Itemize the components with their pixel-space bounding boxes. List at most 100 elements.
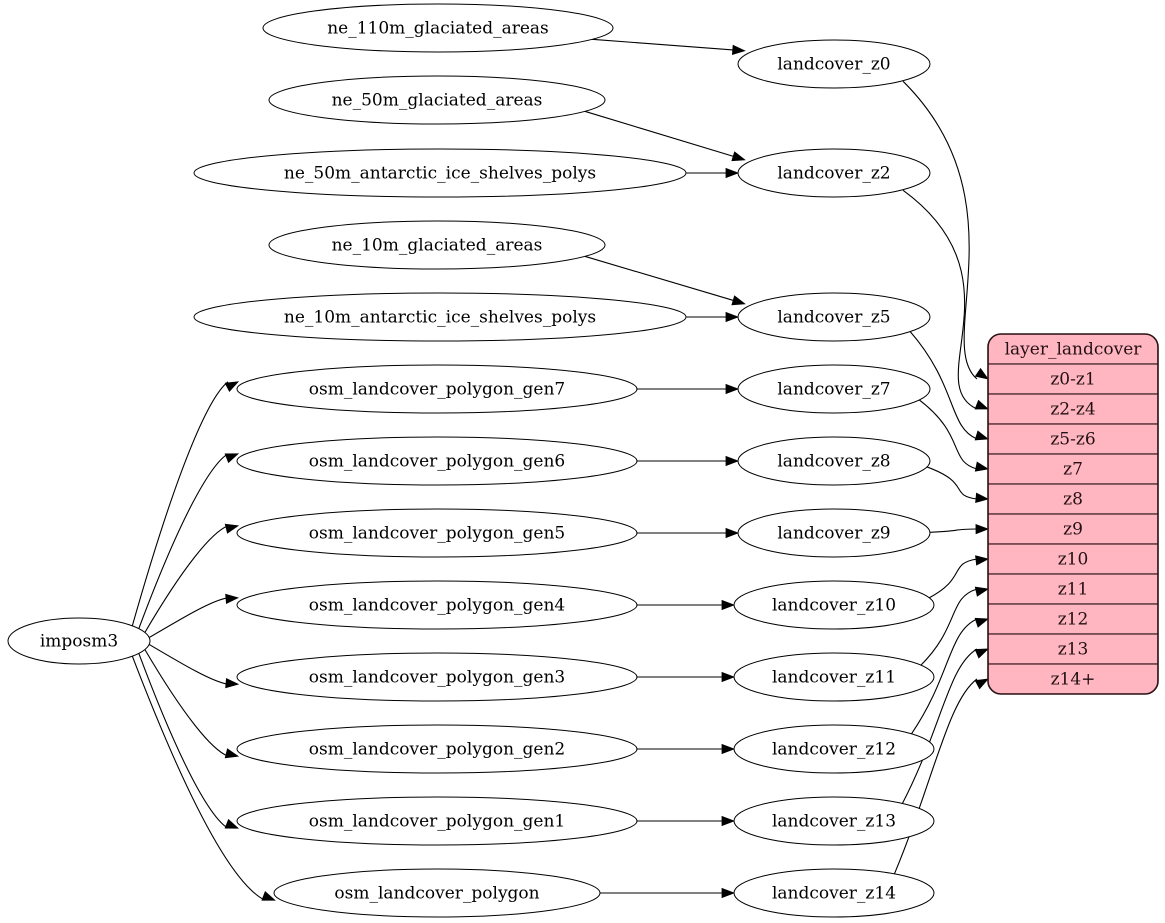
table-row[interactable] xyxy=(988,603,1158,635)
node-shape xyxy=(236,796,638,846)
table-outline xyxy=(987,333,1159,695)
node-shape xyxy=(236,508,638,558)
node-shape xyxy=(193,148,687,198)
node-landcover_z0[interactable]: landcover_z0 xyxy=(737,39,931,89)
table-header-cell xyxy=(988,334,1158,365)
table-layer: layer_landcoverz0-z1z2-z4z5-z6z7z8z9z10z… xyxy=(987,333,1159,695)
edge-imposm3-osm_landcover_polygon_gen6 xyxy=(138,453,229,630)
table-row[interactable] xyxy=(988,573,1158,605)
arrow-head xyxy=(731,295,746,306)
edge-landcover_z8-table xyxy=(924,465,978,500)
arrow-head xyxy=(721,887,736,899)
node-osm_landcover_polygon_gen6[interactable]: osm_landcover_polygon_gen6 xyxy=(236,436,638,486)
node-landcover_z14[interactable]: landcover_z14 xyxy=(733,868,935,918)
arrow-head xyxy=(721,671,736,683)
table-row[interactable] xyxy=(988,663,1158,694)
arrow-head xyxy=(974,461,990,472)
node-landcover_z13[interactable]: landcover_z13 xyxy=(733,796,935,846)
arrow-head xyxy=(725,311,740,323)
edge-landcover_z2-table xyxy=(902,189,978,410)
arrow-head xyxy=(975,555,990,566)
node-shape xyxy=(737,436,931,486)
table-row[interactable] xyxy=(988,543,1158,575)
node-landcover_z12[interactable]: landcover_z12 xyxy=(733,724,935,774)
node-shape xyxy=(737,508,931,558)
arrow-head xyxy=(224,381,239,393)
arrow-head xyxy=(725,167,740,179)
arrow-head xyxy=(224,453,240,464)
node-osm_landcover_polygon_gen5[interactable]: osm_landcover_polygon_gen5 xyxy=(236,508,638,558)
table-row[interactable] xyxy=(988,363,1158,395)
node-landcover_z10[interactable]: landcover_z10 xyxy=(733,580,935,630)
node-shape xyxy=(268,220,606,270)
arrow-head xyxy=(721,599,736,611)
node-ne_10m_antarctic_ice_shelves_polys[interactable]: ne_10m_antarctic_ice_shelves_polys xyxy=(193,292,687,342)
node-shape xyxy=(733,796,935,846)
table-row[interactable] xyxy=(988,453,1158,485)
node-osm_landcover_polygon[interactable]: osm_landcover_polygon xyxy=(273,868,601,918)
node-landcover_z2[interactable]: landcover_z2 xyxy=(737,148,931,198)
node-shape xyxy=(737,148,931,198)
node-shape xyxy=(236,652,638,702)
edge-landcover_z9-table xyxy=(927,528,978,533)
node-imposm3[interactable]: imposm3 xyxy=(7,617,151,665)
edge-imposm3-osm_landcover_polygon_gen1 xyxy=(138,652,229,829)
arrow-head xyxy=(974,430,990,441)
node-shape xyxy=(236,364,638,414)
arrow-head xyxy=(225,593,240,605)
table-row[interactable] xyxy=(988,483,1158,515)
table-row[interactable] xyxy=(988,393,1158,425)
node-shape xyxy=(236,436,638,486)
node-ne_50m_glaciated_areas[interactable]: ne_50m_glaciated_areas xyxy=(268,75,606,125)
arrow-head xyxy=(725,527,740,539)
node-ne_10m_glaciated_areas[interactable]: ne_10m_glaciated_areas xyxy=(268,220,606,270)
node-shape xyxy=(737,364,931,414)
node-shape xyxy=(193,292,687,342)
node-shape xyxy=(733,868,935,918)
node-landcover_z8[interactable]: landcover_z8 xyxy=(737,436,931,486)
node-shape xyxy=(7,617,151,665)
edge-ne_10m_glaciated_areas-landcover_z5 xyxy=(584,255,737,302)
node-layer: imposm3 ne_110m_glaciated_areas ne_50m_gla… xyxy=(7,3,935,918)
node-osm_landcover_polygon_gen2[interactable]: osm_landcover_polygon_gen2 xyxy=(236,724,638,774)
arrow-head xyxy=(721,815,736,827)
edge-imposm3-osm_landcover_polygon xyxy=(131,655,266,901)
node-osm_landcover_polygon_gen1[interactable]: osm_landcover_polygon_gen1 xyxy=(236,796,638,846)
table-row[interactable] xyxy=(988,633,1158,665)
node-shape xyxy=(262,3,614,53)
arrow-head xyxy=(974,678,989,690)
edge-landcover_z13-table xyxy=(901,648,978,805)
edge-imposm3-osm_landcover_polygon_gen7 xyxy=(131,381,229,627)
node-shape xyxy=(236,724,638,774)
node-ne_50m_antarctic_ice_shelves_polys[interactable]: ne_50m_antarctic_ice_shelves_polys xyxy=(193,148,687,198)
arrow-head xyxy=(725,383,740,395)
edge-imposm3-osm_landcover_polygon_gen3 xyxy=(147,643,229,685)
arrow-head xyxy=(974,399,990,410)
node-osm_landcover_polygon_gen7[interactable]: osm_landcover_polygon_gen7 xyxy=(236,364,638,414)
edge-ne_110m_glaciated_areas-landcover_z0 xyxy=(591,38,737,51)
edge-imposm3-osm_landcover_polygon_gen4 xyxy=(147,597,229,639)
node-shape xyxy=(737,39,931,89)
node-shape xyxy=(733,580,935,630)
edge-imposm3-osm_landcover_polygon_gen2 xyxy=(144,648,229,757)
node-landcover_z9[interactable]: landcover_z9 xyxy=(737,508,931,558)
edge-ne_50m_glaciated_areas-landcover_z2 xyxy=(584,110,737,158)
edge-landcover_z14-table xyxy=(893,678,978,875)
node-shape xyxy=(737,292,931,342)
node-osm_landcover_polygon_gen3[interactable]: osm_landcover_polygon_gen3 xyxy=(236,652,638,702)
node-osm_landcover_polygon_gen4[interactable]: osm_landcover_polygon_gen4 xyxy=(236,580,638,630)
edge-landcover_z0-table xyxy=(902,80,978,380)
node-shape xyxy=(236,580,638,630)
table-row[interactable] xyxy=(988,423,1158,455)
node-landcover_z11[interactable]: landcover_z11 xyxy=(733,652,935,702)
node-ne_110m_glaciated_areas[interactable]: ne_110m_glaciated_areas xyxy=(262,3,614,53)
arrow-head xyxy=(225,677,240,689)
edge-landcover_z7-table xyxy=(917,398,978,470)
node-landcover_z7[interactable]: landcover_z7 xyxy=(737,364,931,414)
arrow-head xyxy=(975,523,990,535)
node-landcover_z5[interactable]: landcover_z5 xyxy=(737,292,931,342)
table-row[interactable] xyxy=(988,513,1158,545)
arrow-head xyxy=(974,648,990,659)
arrow-head xyxy=(731,44,746,56)
arrow-head xyxy=(721,743,736,755)
